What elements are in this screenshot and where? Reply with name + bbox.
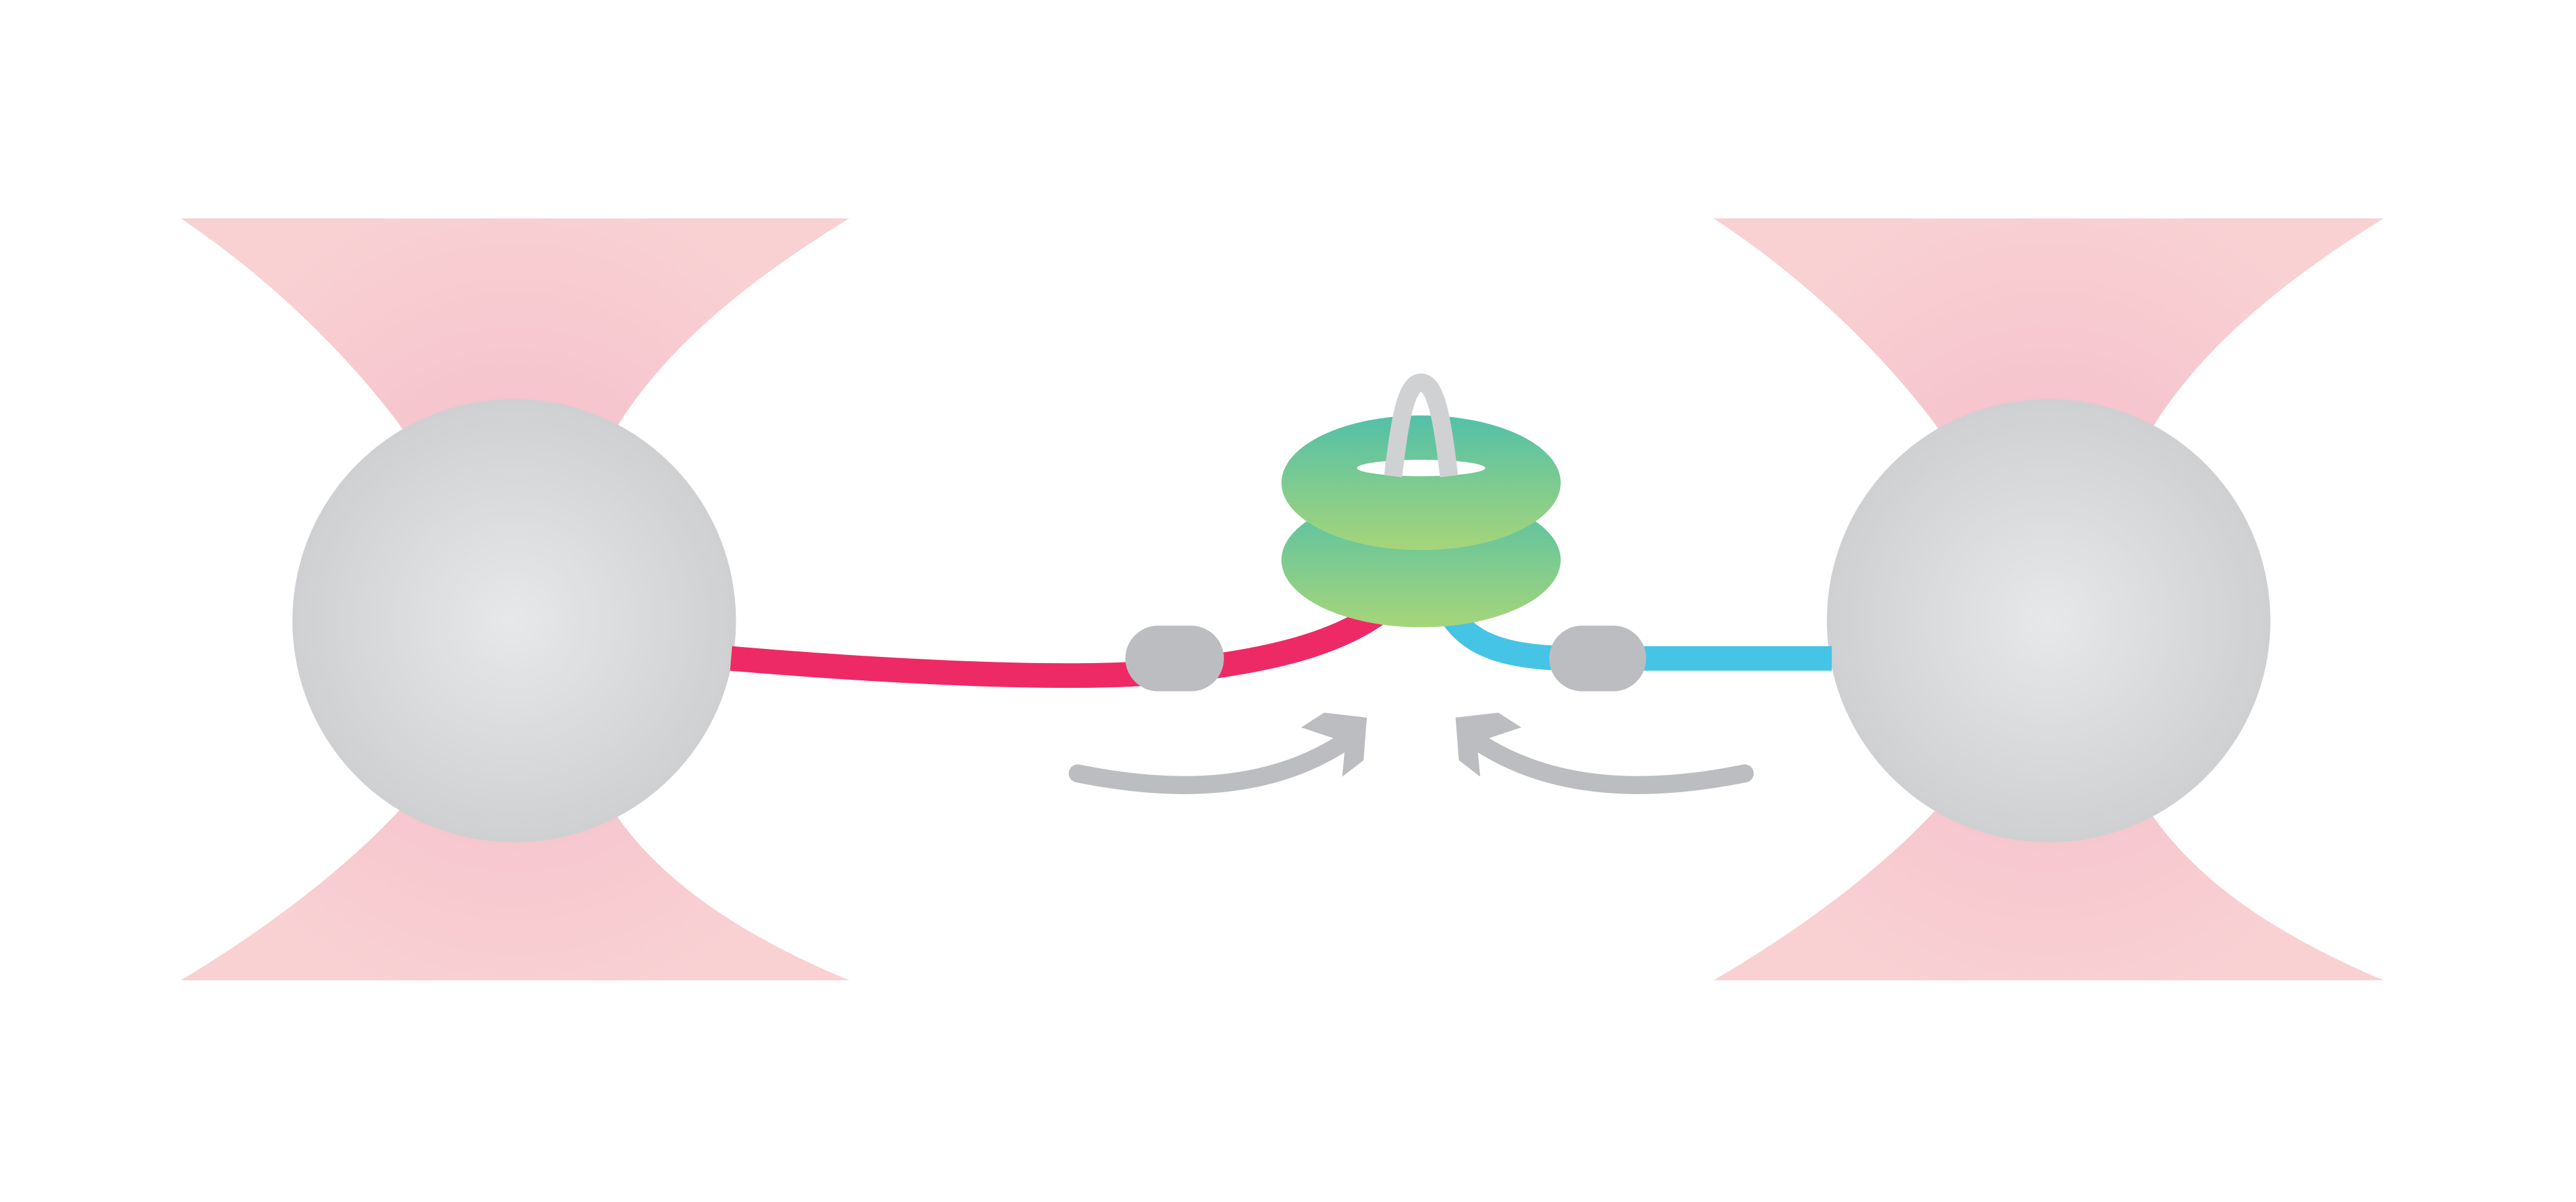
left-optical-trap [181, 218, 849, 981]
right-handle [1549, 625, 1646, 692]
right-arrow-icon [1455, 713, 1754, 794]
right-bead [1827, 399, 2271, 843]
left-bead [292, 399, 736, 843]
left-arrow-icon [1068, 713, 1367, 794]
ribosome [1281, 373, 1561, 628]
right-optical-trap [1713, 218, 2384, 981]
ribosome-upper-ring [1281, 415, 1561, 551]
nascent-loop [1384, 373, 1458, 478]
left-handle [1125, 625, 1224, 692]
left-dna-strand [729, 604, 1384, 688]
ribosome-hole [1357, 459, 1486, 476]
